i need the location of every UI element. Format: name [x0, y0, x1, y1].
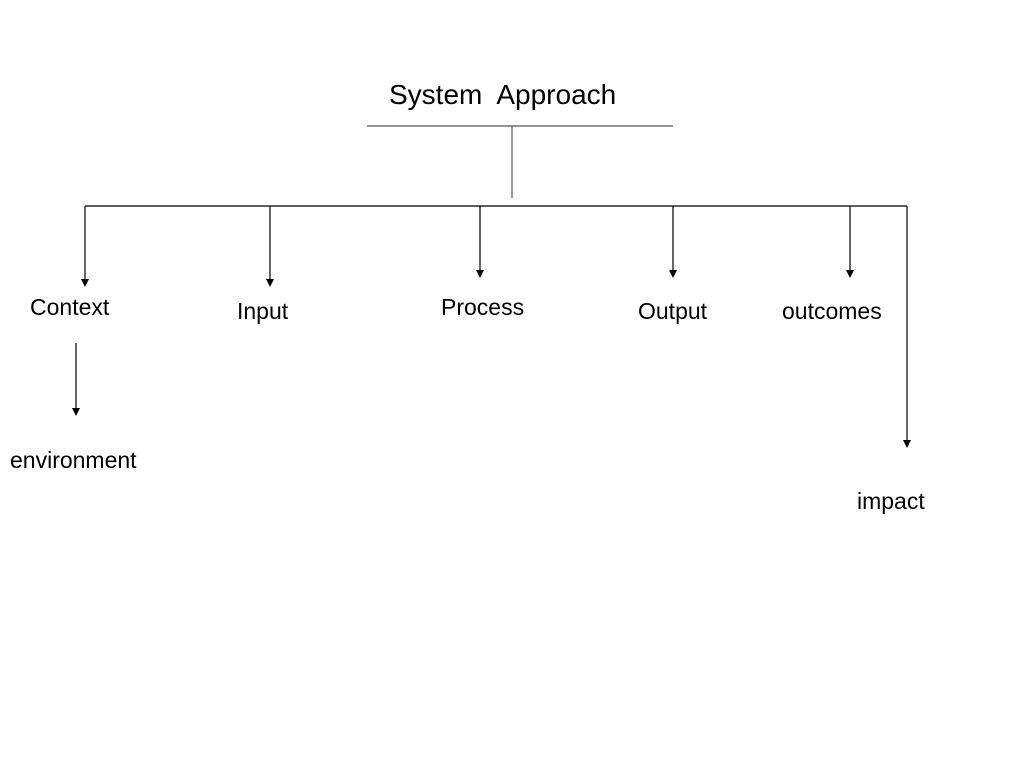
node-environment: environment: [10, 447, 137, 473]
node-output: Output: [638, 298, 708, 324]
arrow-context-to-environment: [72, 343, 80, 416]
node-process: Process: [441, 294, 524, 320]
arrow-to-context: [81, 206, 89, 287]
node-impact: impact: [857, 488, 925, 514]
node-input: Input: [237, 298, 289, 324]
arrow-to-output: [669, 206, 677, 278]
diagram-title: System Approach: [389, 79, 616, 110]
arrow-to-impact: [903, 206, 911, 448]
arrow-to-outcomes: [846, 206, 854, 278]
arrow-to-process: [476, 206, 484, 278]
node-outcomes: outcomes: [782, 298, 882, 324]
node-context: Context: [30, 294, 110, 320]
arrow-to-input: [266, 206, 274, 287]
